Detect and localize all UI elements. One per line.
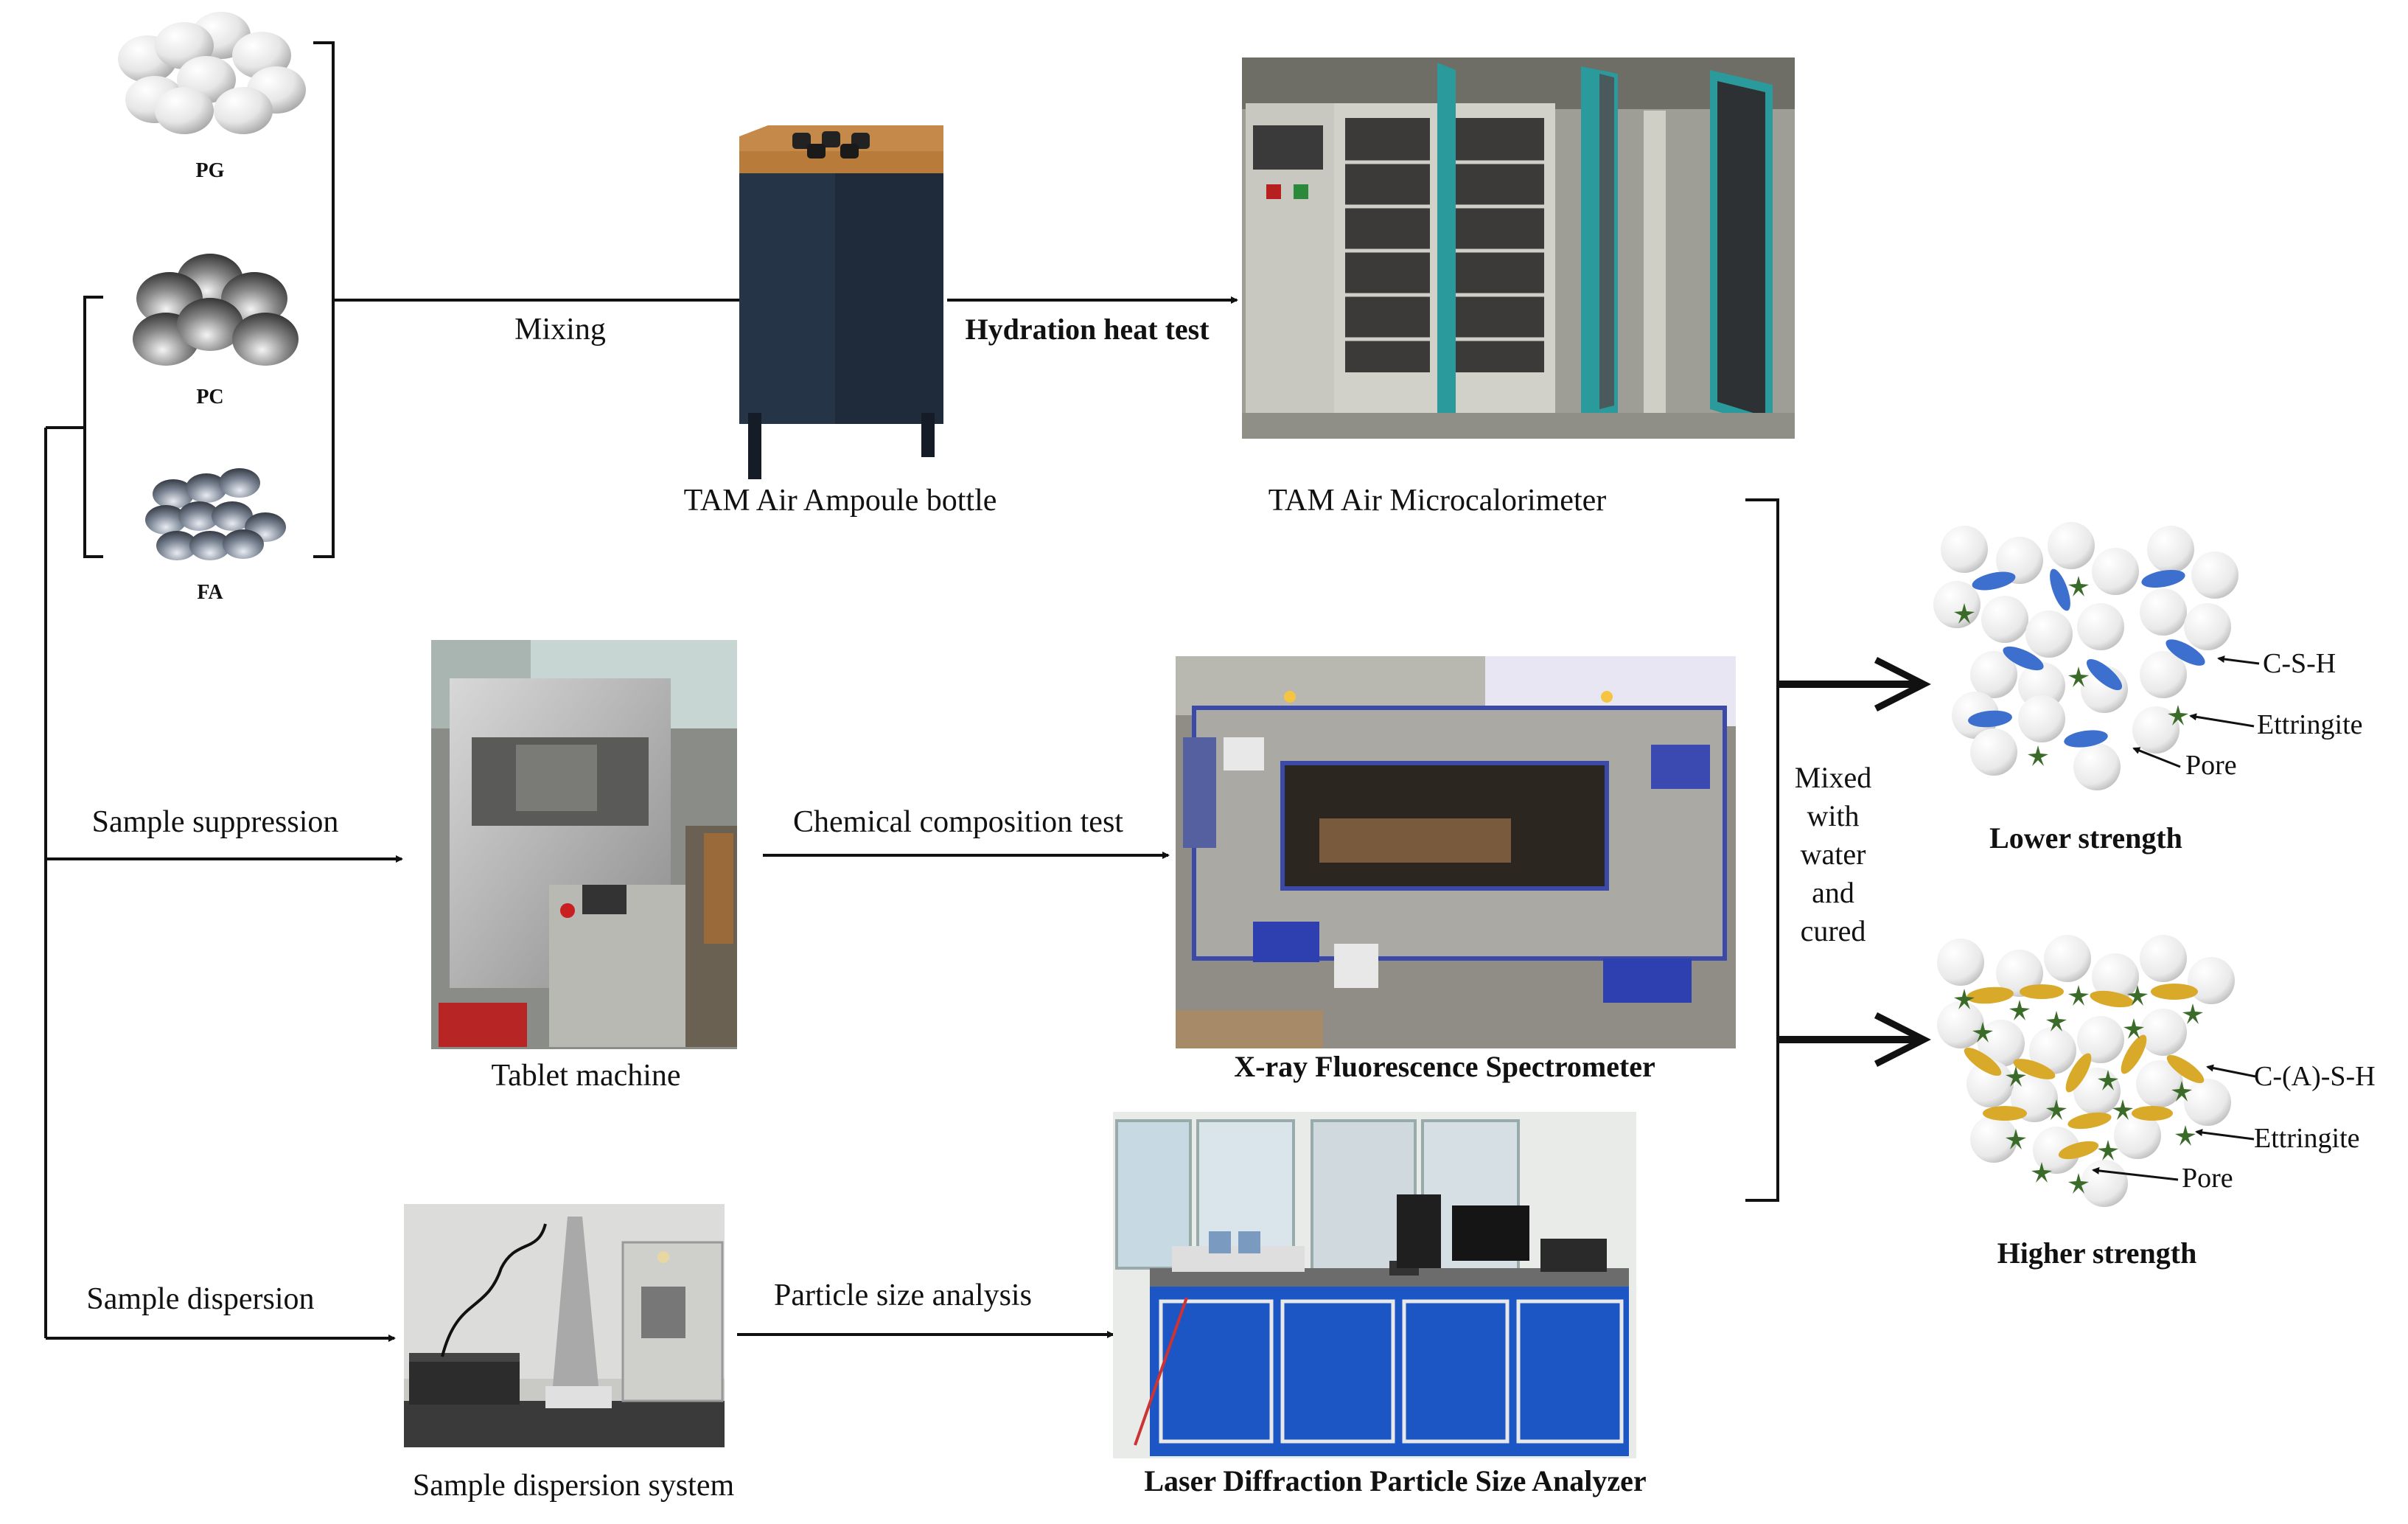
sample-dispersion-label: Sample dispersion xyxy=(86,1282,314,1316)
lower-pore-label: Pore xyxy=(2185,750,2237,781)
ampoule-cabinet-photo xyxy=(739,125,943,479)
lower-strength-caption: Lower strength xyxy=(1989,821,2182,855)
sample-suppression-label: Sample suppression xyxy=(92,805,339,839)
xrf-photo xyxy=(1176,656,1736,1048)
hydration-heat-label: Hydration heat test xyxy=(965,313,1210,346)
mixed-line-4: and xyxy=(1812,876,1854,909)
higher-strength-structure xyxy=(1937,935,2235,1207)
pg-particles xyxy=(118,12,306,134)
mixed-line-5: cured xyxy=(1801,914,1866,947)
laser-analyzer-photo xyxy=(1113,1112,1636,1458)
mixed-with-water-text: Mixed with water and cured xyxy=(1795,761,1871,947)
higher-cash-label: C-(A)-S-H xyxy=(2254,1061,2376,1092)
lower-pointer-lines xyxy=(2132,655,2260,768)
dispersion-system-label: Sample dispersion system xyxy=(413,1469,735,1503)
flow-lines xyxy=(44,41,1779,1342)
tablet-machine-photo xyxy=(431,640,737,1049)
outcome-arrows xyxy=(1778,656,1931,1068)
mixed-line-3: water xyxy=(1801,838,1866,871)
pc-particles xyxy=(133,254,299,366)
mixed-line-2: with xyxy=(1807,799,1859,832)
lower-strength-structure xyxy=(1933,522,2238,790)
higher-strength-caption: Higher strength xyxy=(1997,1236,2197,1270)
xrf-label: X-ray Fluorescence Spectrometer xyxy=(1234,1050,1655,1083)
fa-particles xyxy=(145,468,286,560)
pg-label: PG xyxy=(196,159,225,182)
mixing-label: Mixing xyxy=(514,313,606,347)
pc-label: PC xyxy=(196,386,223,408)
ampoule-label: TAM Air Ampoule bottle xyxy=(684,484,997,518)
tablet-machine-label: Tablet machine xyxy=(491,1059,680,1093)
higher-pointer-lines xyxy=(2092,1064,2256,1181)
lower-ettringite-label: Ettringite xyxy=(2257,709,2363,740)
microcalorimeter-photo xyxy=(1242,58,1795,439)
lower-csh-label: C-S-H xyxy=(2263,648,2336,679)
particle-size-label: Particle size analysis xyxy=(774,1278,1032,1312)
fa-label: FA xyxy=(197,581,223,604)
microcalorimeter-label: TAM Air Microcalorimeter xyxy=(1268,484,1607,518)
mixed-line-1: Mixed xyxy=(1795,761,1871,794)
higher-ettringite-label: Ettringite xyxy=(2254,1123,2360,1154)
dispersion-system-photo xyxy=(404,1204,725,1447)
laser-analyzer-label: Laser Diffraction Particle Size Analyzer xyxy=(1144,1464,1646,1497)
chemical-composition-label: Chemical composition test xyxy=(793,805,1123,839)
higher-pore-label: Pore xyxy=(2182,1163,2233,1194)
